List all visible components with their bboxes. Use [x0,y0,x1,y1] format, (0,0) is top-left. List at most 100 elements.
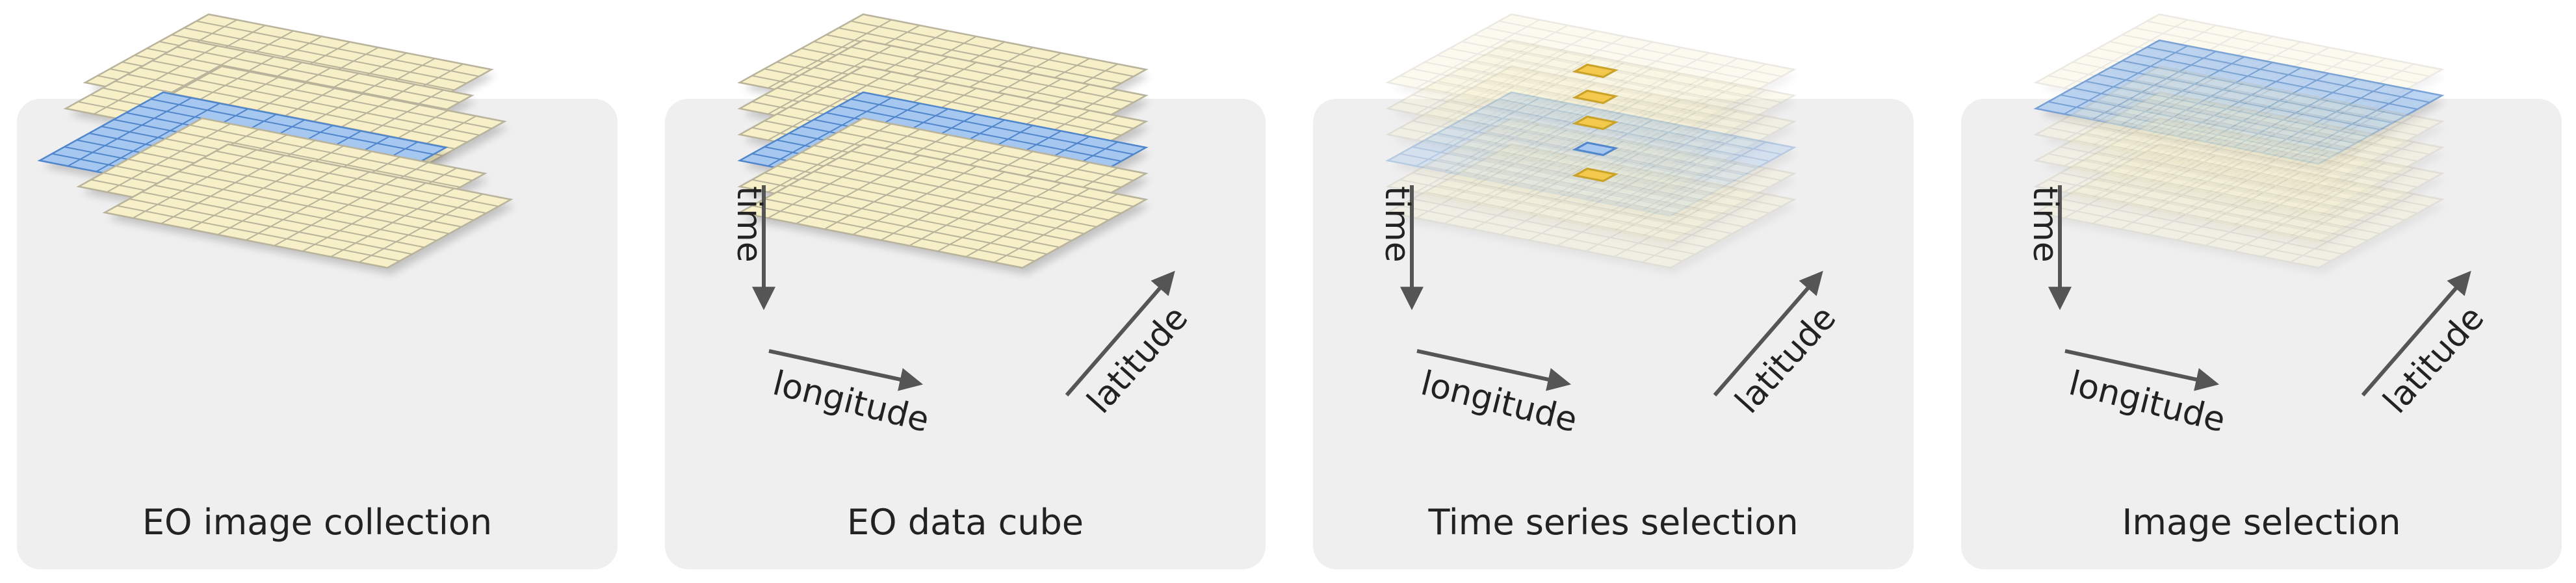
longitude-axis-arrow [2064,349,2220,391]
layer-5-gridline [302,182,426,252]
layer-5-gridline [2148,166,2273,235]
layer-5-gridline [2233,182,2358,252]
layer-5 [102,143,515,274]
layer-5-shadow [2040,151,2446,274]
layer-5-gridline [2134,157,2418,214]
layer-5-gridline [776,191,1060,248]
layer-4-gridline [2146,124,2430,181]
layer-4-gridline [2122,138,2406,195]
layer-5-gridline [2097,177,2381,235]
caption-time-series-selection: Time series selection [1428,502,1799,543]
layer-5 [1385,143,1798,274]
layer-5-gridline [274,177,398,246]
layer-5 [737,143,1150,274]
layer-0-gridline [1486,27,1770,84]
layer-3-gridline [1486,105,1770,162]
layer-5-gridline [965,188,1090,257]
caption-eo-image-collection: EO image collection [142,502,493,543]
layer-1-gridline [1416,45,1540,115]
layer-3-gridline [2122,112,2406,169]
layer-5-gridline [166,177,450,235]
layer-5-gridline [2290,193,2414,263]
layer-2-gridline [2122,86,2406,143]
time-series-cell [1572,63,1619,79]
layer-5-gridline [2120,160,2244,230]
layer-5-shadow [1392,151,1798,274]
layer-5 [2033,143,2446,274]
layer-5-gridline [116,205,400,262]
layer-5-gridline [129,198,413,255]
latitude-axis-arrow [2361,270,2471,396]
layer-2-gridline [1486,79,1770,136]
layer-4-gridline [1416,123,1540,193]
layer-5-gridline [1412,198,1696,255]
layer-5-gridline [1399,205,1684,262]
time-series-cell [1572,167,1619,183]
time-series-cell [1572,141,1619,157]
layer-0-gridline [1498,20,1782,77]
layer-5-gridline [1416,149,1540,219]
layer-0-gridline [1416,19,1540,89]
layer-5-gridline [153,185,437,241]
layer-5-gridline [2060,198,2344,255]
layer-5-gridline [2205,177,2330,246]
layer-5-gridline [1486,157,1770,214]
layer-5-gridline [1461,171,1745,227]
caption-image-selection: Image selection [2122,502,2401,543]
layer-3-gridline [2134,105,2418,162]
layer-3-gridline [1498,98,1782,155]
layer-5-gridline [2109,171,2393,227]
longitude-axis-arrow [1416,349,1572,391]
layer-5-gridline [2122,164,2406,221]
layer-5-gridline [764,198,1048,255]
layer-5-gridline [1529,171,1653,241]
layer-2-gridline [2064,71,2188,141]
layer-2-gridline [1416,71,1540,141]
caption-eo-data-cube: EO data cube [847,502,1084,543]
time-series-cell [1572,115,1619,131]
layer-2-gridline [2134,79,2418,136]
time-axis-label: time [729,186,768,262]
layer-4-gridline [2064,123,2188,193]
layer-1-gridline [1486,53,1770,110]
diagram-0 [37,13,515,274]
layer-5-gridline [2092,155,2217,224]
layer-3-gridline [1416,97,1540,167]
layer-5-gridline [937,182,1061,252]
layer-3-gridline [2146,98,2430,155]
layer-0-gridline [2064,19,2188,89]
layer-0-gridline [1474,34,1758,91]
layer-2-gridline [2146,72,2430,129]
time-axis-label: time [2025,186,2064,262]
layer-5-gridline [2146,150,2430,207]
latitude-axis-arrow [1065,270,1175,396]
layer-5-gridline [141,191,425,248]
layer-4-gridline [1498,124,1782,181]
layer-4-gridline [2134,131,2418,188]
layer-5-gridline [751,205,1035,262]
layer-5-gridline [1642,193,1766,263]
layer-3-gridline [2064,97,2188,167]
longitude-axis-label: longitude [1417,364,1581,440]
layer-5-gridline [1449,177,1733,235]
layer-3-gridline [1474,112,1758,169]
layer-4-gridline [1486,131,1770,188]
layer-5-gridline [2177,171,2301,241]
layer-5-gridline [801,177,1085,235]
layer-0-gridline [2146,20,2430,77]
longitude-axis-label: longitude [769,364,933,440]
longitude-axis-label: longitude [2065,364,2229,440]
layer-5-gridline [2064,149,2188,219]
layer-5-gridline [1424,191,1708,248]
layer-5-surface [2033,143,2445,269]
layer-5-gridline [2072,191,2356,248]
layer-1-gridline [1474,60,1758,117]
layer-5-gridline [1557,177,1682,246]
layer-0-gridline [2134,27,2418,84]
latitude-axis-arrow [1713,270,1823,396]
layer-5-gridline [1444,155,1568,224]
